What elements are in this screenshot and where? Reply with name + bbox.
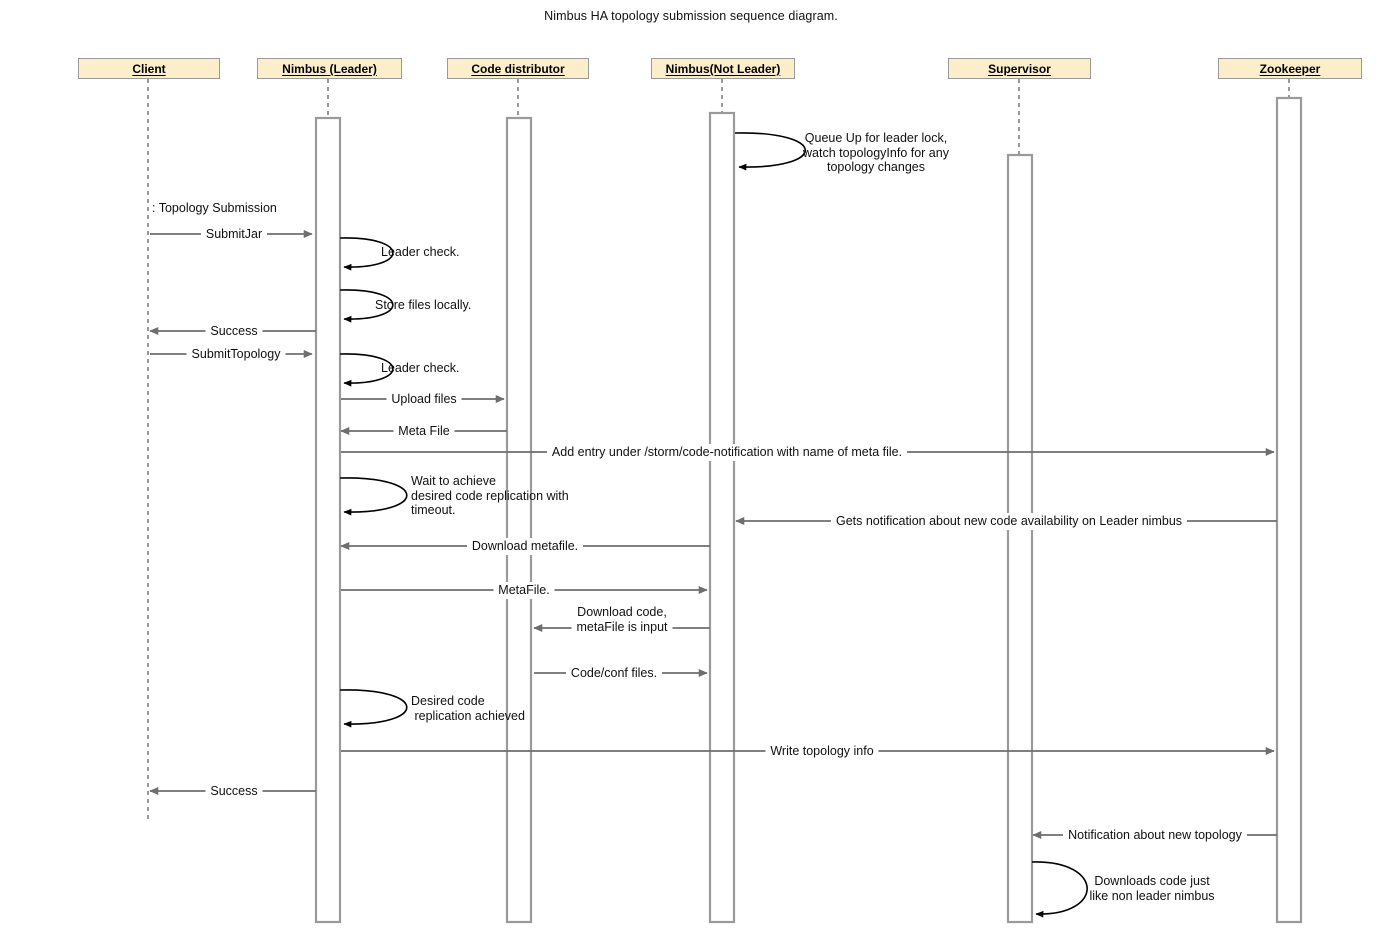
label-backdrop — [205, 323, 263, 340]
self-message-arrow-leader-check-2 — [339, 353, 394, 387]
label-backdrop — [1063, 827, 1247, 844]
self-message-arrow-downloads-code — [1031, 861, 1088, 918]
activation-bar-zookeeper — [1275, 96, 1303, 924]
label-backdrop — [386, 391, 462, 408]
self-message-arrow-wait-to-achieve — [339, 477, 408, 516]
label-backdrop — [205, 783, 263, 800]
label-backdrop — [571, 604, 673, 635]
self-messages-group — [339, 132, 1088, 918]
label-backdrop — [393, 423, 455, 440]
activation-bar-nimbus_not_leader — [708, 111, 736, 924]
activation-bar-nimbus_leader — [314, 116, 342, 924]
self-message-arrow-queue-up-leader-lock — [734, 132, 806, 171]
activation-bar-supervisor — [1006, 153, 1034, 924]
label-backdrop — [467, 538, 583, 555]
lifelines-group — [147, 79, 1290, 820]
label-backdrop — [186, 346, 286, 363]
self-message-arrow-leader-check-1 — [339, 237, 394, 271]
label-backdrop — [201, 226, 267, 243]
messages-group — [149, 226, 1277, 844]
label-backdrop — [493, 582, 555, 599]
label-backdrop — [547, 444, 907, 461]
activation-bar-code_distributor — [505, 116, 533, 924]
activation-bars-group — [314, 96, 1303, 924]
label-backdrop — [765, 743, 879, 760]
self-message-arrow-desired-code-replication — [339, 689, 408, 728]
label-backdrop — [566, 665, 662, 682]
self-message-arrow-store-files-locally — [339, 289, 394, 323]
label-backdrop — [831, 513, 1187, 530]
